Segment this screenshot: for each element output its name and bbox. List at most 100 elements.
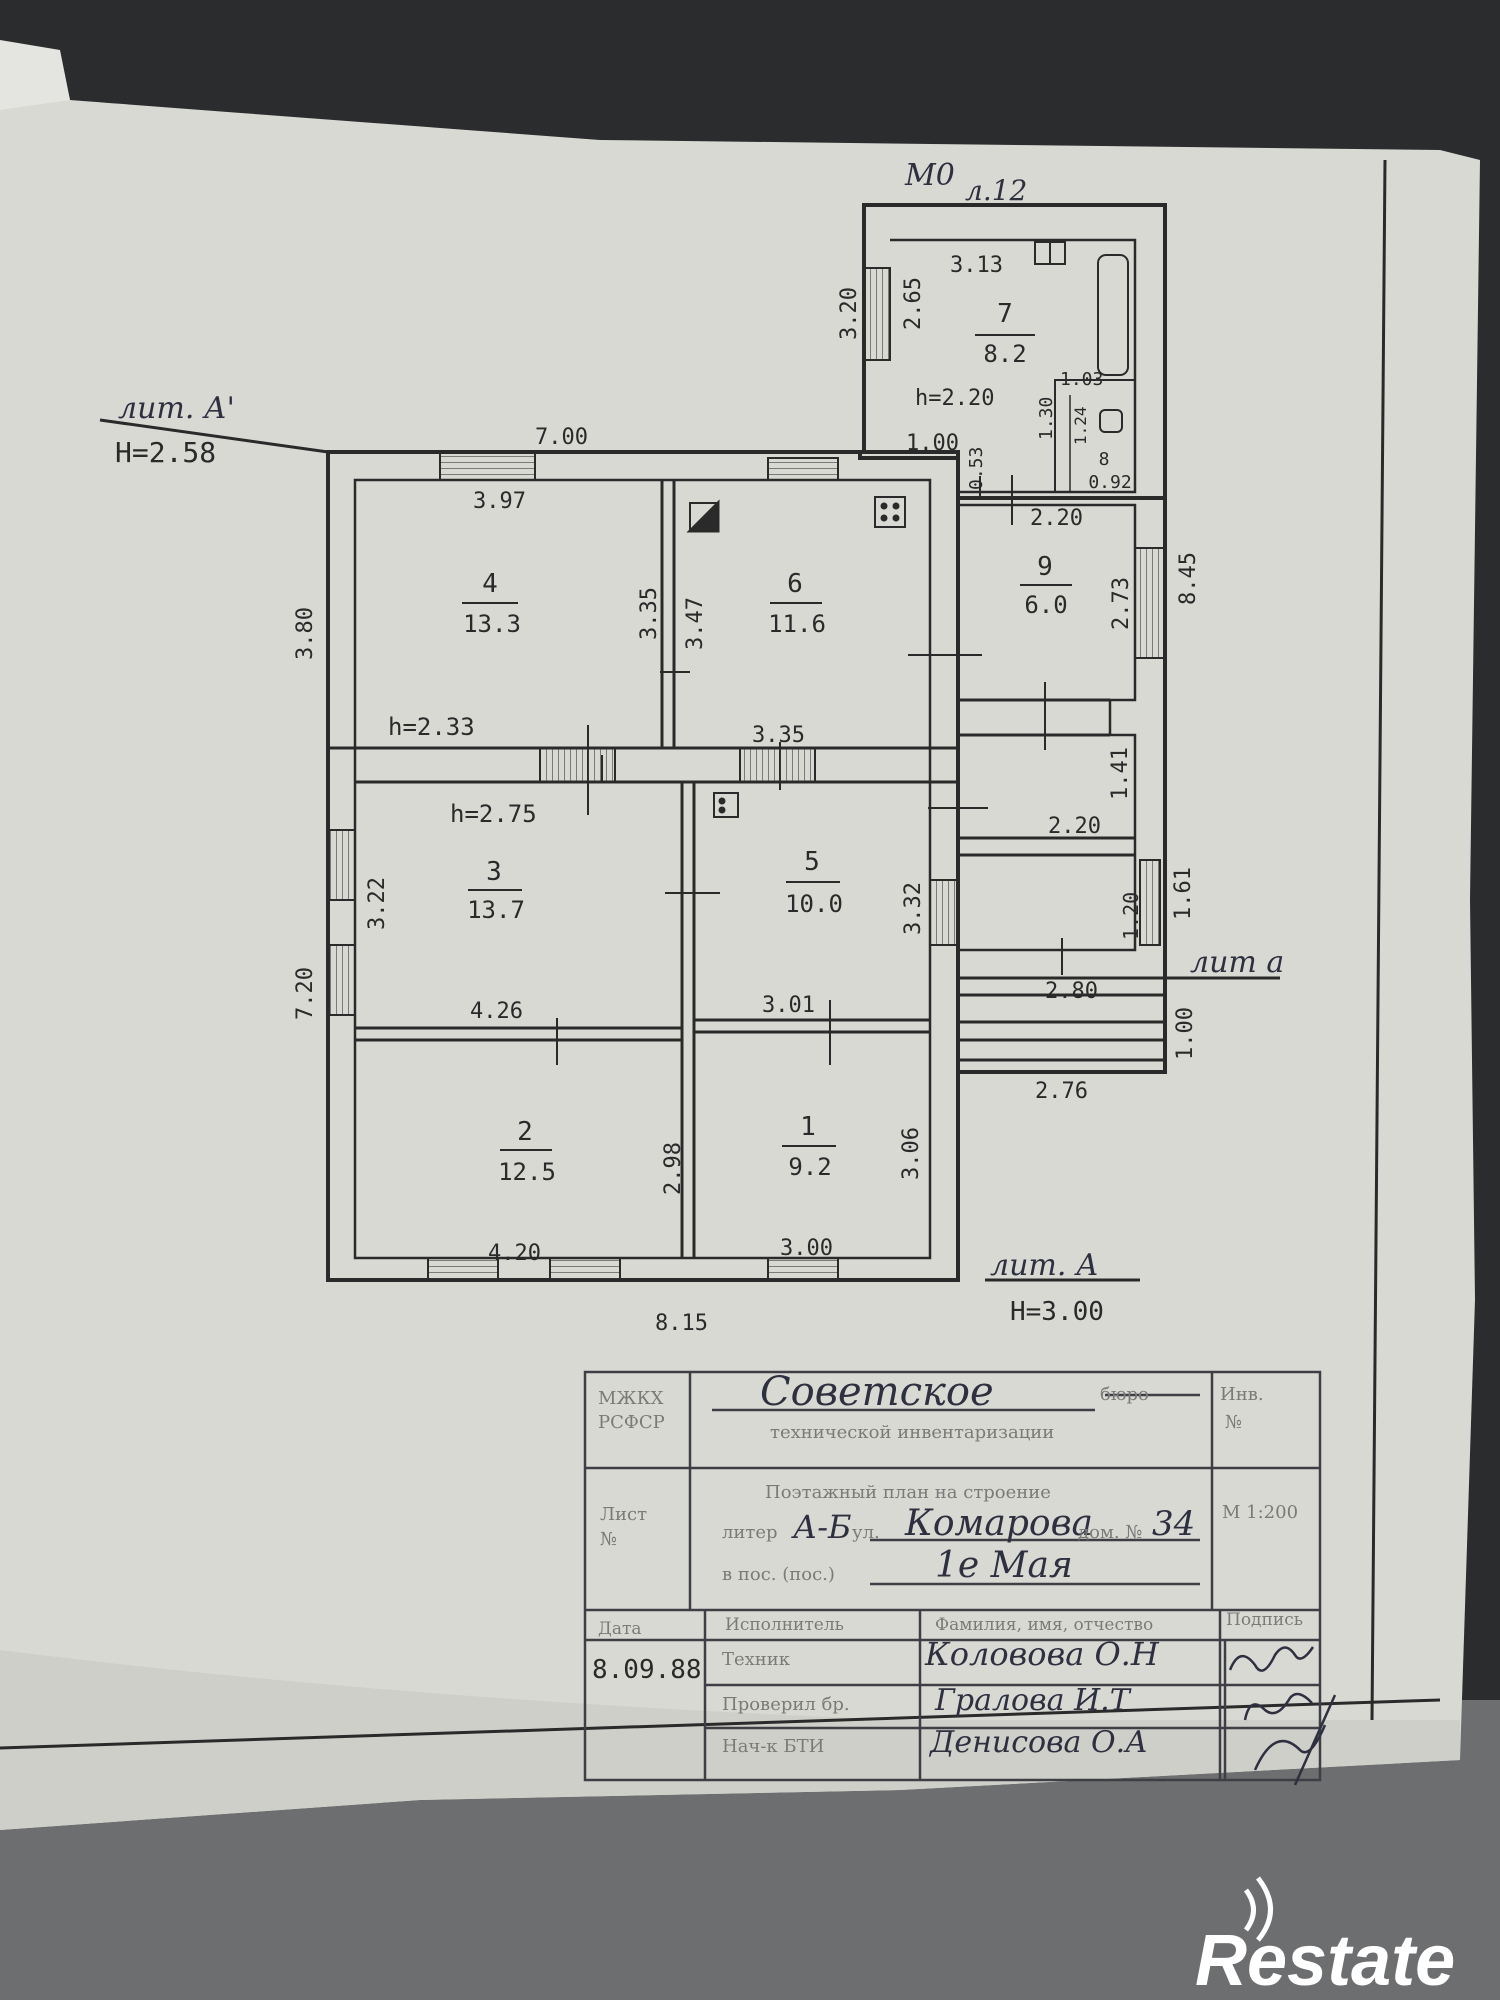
lit-a: лит. А — [990, 1248, 1099, 1283]
svg-text:2.98: 2.98 — [661, 1142, 686, 1195]
svg-text:3.97: 3.97 — [473, 489, 526, 514]
watermark-logo-icon — [1243, 1876, 1273, 1942]
room-8: 8 0.92 — [1088, 449, 1131, 493]
room-6: 6 11.6 — [768, 569, 826, 638]
svg-text:3.06: 3.06 — [899, 1127, 924, 1180]
svg-text:3.32: 3.32 — [901, 882, 926, 935]
room-3: 3 13.7 — [467, 857, 525, 924]
street-value: Комарова — [904, 1503, 1093, 1544]
svg-text:1.03: 1.03 — [1060, 369, 1103, 390]
town-label: в пос. (пос.) — [722, 1564, 835, 1585]
svg-text:9.2: 9.2 — [788, 1153, 831, 1181]
svg-text:13.7: 13.7 — [467, 896, 525, 924]
svg-text:5: 5 — [804, 847, 820, 877]
room-2: 2 12.5 — [498, 1117, 556, 1186]
street-label: ул. — [852, 1522, 880, 1543]
room-labels: 4 13.3 6 11.6 3 13.7 5 10.0 2 12.5 1 9.2 — [462, 299, 1132, 1186]
svg-text:3.47: 3.47 — [683, 597, 708, 650]
sheet-number-label: № — [600, 1529, 617, 1550]
svg-text:9: 9 — [1037, 552, 1053, 582]
name-checked: Гралова И.Т — [934, 1683, 1132, 1718]
svg-text:2.73: 2.73 — [1109, 577, 1134, 630]
sheet-label: Лист — [600, 1504, 647, 1525]
note-m0: M0 — [904, 158, 955, 193]
org-line-1: МЖКХ — [598, 1388, 664, 1409]
height-room-7: h=2.20 — [915, 386, 994, 411]
svg-text:2.76: 2.76 — [1035, 1079, 1088, 1104]
title-block-text: МЖКХ РСФСР Советское бюро технической ин… — [592, 1369, 1303, 1760]
svg-text:3.35: 3.35 — [752, 723, 805, 748]
fio-label: Фамилия, имя, отчество — [935, 1615, 1153, 1635]
signatures — [1228, 1646, 1337, 1786]
house-value: 34 — [1152, 1504, 1195, 1544]
svg-text:1.24: 1.24 — [1071, 406, 1090, 445]
svg-text:10.0: 10.0 — [785, 890, 843, 918]
town-value: 1е Мая — [935, 1545, 1073, 1586]
svg-text:4: 4 — [482, 569, 498, 599]
room-1: 1 9.2 — [782, 1112, 836, 1181]
h-a-prime: Н=2.58 — [115, 436, 216, 469]
role-checked: Проверил бр. — [722, 1694, 850, 1715]
svg-text:3.20: 3.20 — [837, 287, 862, 340]
name-head: Денисова О.А — [928, 1725, 1148, 1760]
bottom-margin-line — [0, 1698, 1441, 1750]
svg-text:1.41: 1.41 — [1108, 747, 1133, 800]
height-room-4: h=2.33 — [388, 713, 475, 741]
margin-line — [1370, 159, 1387, 1721]
svg-text:2.65: 2.65 — [901, 277, 926, 330]
svg-text:7.20: 7.20 — [293, 967, 318, 1020]
paper-lower-fold — [0, 1650, 1460, 1830]
svg-text:3.13: 3.13 — [950, 253, 1003, 278]
paper-sheet — [0, 60, 1480, 1830]
svg-text:1.30: 1.30 — [1036, 397, 1057, 440]
sign-label: Подпись — [1226, 1610, 1303, 1630]
svg-text:1.20: 1.20 — [1119, 892, 1143, 940]
bureau-name: Советское — [760, 1369, 994, 1415]
svg-text:2.80: 2.80 — [1045, 979, 1098, 1004]
svg-text:8: 8 — [1099, 449, 1110, 470]
date-value: 8.09.88 — [592, 1655, 702, 1685]
svg-text:1: 1 — [800, 1112, 816, 1142]
lit-a-small: лит а — [1190, 945, 1284, 980]
svg-text:0.53: 0.53 — [966, 447, 987, 490]
svg-text:11.6: 11.6 — [768, 610, 826, 638]
svg-text:8.2: 8.2 — [983, 340, 1026, 368]
svg-text:7: 7 — [997, 299, 1013, 329]
svg-text:3.35: 3.35 — [637, 587, 662, 640]
svg-text:8.45: 8.45 — [1176, 552, 1201, 605]
svg-text:1.61: 1.61 — [1171, 867, 1196, 920]
leader-lines — [99, 418, 1280, 1282]
dimension-labels: 7.00 3.97 3.80 3.35 3.47 3.35 3.22 7.20 … — [293, 253, 1201, 1336]
watermark: Restate — [1195, 1876, 1455, 2000]
svg-text:4.26: 4.26 — [470, 999, 523, 1024]
bureau-word: бюро — [1100, 1384, 1149, 1405]
room-4: 4 13.3 — [462, 569, 521, 638]
svg-text:6.0: 6.0 — [1024, 591, 1067, 619]
role-technician: Техник — [722, 1649, 791, 1670]
room-9: 9 6.0 — [1020, 552, 1072, 619]
plan-title: Поэтажный план на строение — [765, 1482, 1051, 1503]
svg-text:12.5: 12.5 — [498, 1158, 556, 1186]
name-technician: Коловова О.Н — [924, 1635, 1160, 1673]
scale-label: М 1:200 — [1222, 1502, 1298, 1523]
room-5: 5 10.0 — [785, 847, 843, 918]
svg-text:2: 2 — [517, 1117, 533, 1147]
svg-text:4.20: 4.20 — [488, 1241, 541, 1266]
org-line-2: РСФСР — [598, 1412, 665, 1433]
svg-text:13.3: 13.3 — [463, 610, 521, 638]
svg-text:7.00: 7.00 — [535, 425, 588, 450]
lit-a-prime: лит. А' — [118, 391, 235, 426]
svg-text:6: 6 — [787, 569, 803, 599]
svg-text:3.80: 3.80 — [293, 607, 318, 660]
svg-text:3.22: 3.22 — [365, 877, 390, 930]
room-7: 7 8.2 — [975, 299, 1035, 368]
watermark-text: Restate — [1195, 1921, 1455, 2000]
svg-text:1.00: 1.00 — [906, 431, 959, 456]
svg-text:0.92: 0.92 — [1088, 472, 1131, 493]
svg-text:2.20: 2.20 — [1030, 506, 1083, 531]
liter-label: литер — [722, 1522, 778, 1543]
liter-value: А-Б — [791, 1508, 852, 1546]
svg-text:3.00: 3.00 — [780, 1236, 833, 1261]
title-block — [583, 1370, 1322, 1782]
